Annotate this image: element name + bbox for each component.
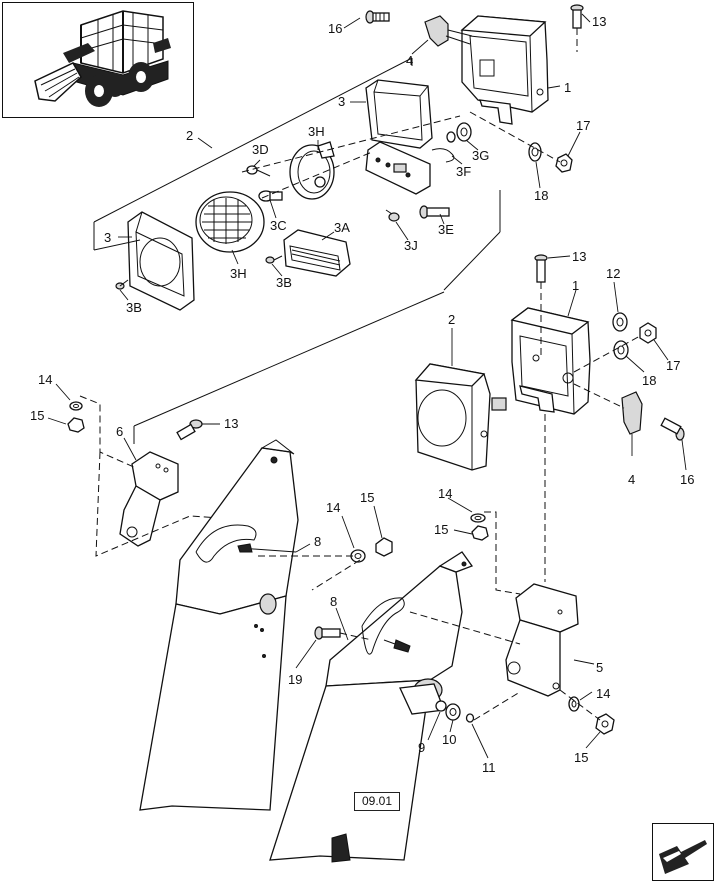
bracket-5 (505, 583, 579, 697)
nut-17-top (555, 153, 573, 173)
callout-18-mid: 18 (642, 373, 656, 388)
screw-16-mid (660, 417, 685, 441)
sealed-beam-3H (195, 191, 265, 253)
bracket-6 (119, 451, 179, 547)
callout-3E: 3E (438, 222, 454, 237)
washer-14-left (69, 401, 83, 411)
callout-3G: 3G (472, 148, 489, 163)
callout-1-mid: 1 (572, 278, 579, 293)
callout-3H: 3H (308, 124, 325, 139)
callout-14-left: 14 (38, 372, 52, 387)
callout-11: 11 (482, 760, 496, 775)
switch-top (424, 15, 473, 47)
callout-3-front: 3 (104, 230, 111, 245)
callout-1: 1 (564, 80, 571, 95)
screw-3J (385, 209, 400, 222)
spacer-9 (435, 700, 447, 712)
callout-18: 18 (534, 188, 548, 203)
screw-3B-left (115, 279, 129, 290)
next-page-button[interactable] (652, 823, 714, 881)
bolt-13-mid (534, 254, 548, 356)
callout-3B-right: 3B (276, 275, 292, 290)
callout-17-mid: 17 (666, 358, 680, 373)
callout-15-mid: 15 (360, 490, 374, 505)
front-bezel-3 (127, 211, 195, 311)
lamp-bezel-3-top (365, 79, 433, 149)
wire-3F (431, 148, 455, 163)
bolt-13-low (176, 419, 203, 441)
screw-16-top (365, 10, 390, 24)
callout-12: 12 (606, 266, 620, 281)
washer-14-mid (350, 549, 366, 563)
callout-4: 4 (406, 53, 413, 68)
next-page-arrow-icon (659, 840, 707, 874)
callout-3F: 3F (456, 164, 471, 179)
loader-arm-right (269, 551, 474, 863)
bolt-19 (314, 626, 373, 641)
bulb-3C (258, 190, 283, 202)
bulb-3D (246, 165, 271, 177)
callout-2-mid: 2 (448, 312, 455, 327)
callout-19: 19 (288, 672, 302, 687)
callout-6: 6 (116, 424, 123, 439)
callout-13-low: 13 (224, 416, 238, 431)
washer-14-low (568, 696, 580, 712)
callout-16-mid: 16 (680, 472, 694, 487)
callout-13-mid: 13 (572, 249, 586, 264)
loader-arm-left (139, 439, 299, 811)
callout-8-left: 8 (314, 534, 321, 549)
switch-mid (573, 383, 643, 435)
nut-15-low (595, 713, 615, 735)
skid-steer-loader-icon (34, 10, 171, 107)
nut-17-mid (639, 322, 657, 344)
bolt-3E (419, 205, 450, 219)
machine-thumbnail (2, 2, 194, 118)
callout-3B-left: 3B (126, 300, 142, 315)
washer-10 (445, 703, 461, 721)
callout-16: 16 (328, 21, 342, 36)
callout-15-low: 15 (574, 750, 588, 765)
callout-4-mid: 4 (628, 472, 635, 487)
lamp-housing-bottom (510, 307, 591, 415)
figure-reference-code: 09.01 (354, 792, 400, 811)
callout-14-low: 14 (596, 686, 610, 701)
callout-17: 17 (576, 118, 590, 133)
work-lamp-2 (414, 363, 507, 471)
callout-8-right: 8 (330, 594, 337, 609)
callout-14-right: 14 (438, 486, 452, 501)
callout-5: 5 (596, 660, 603, 675)
callout-9: 9 (418, 740, 425, 755)
washer-12 (612, 312, 628, 332)
lamp-housing-top (460, 15, 549, 125)
reflector-3H-top (289, 141, 335, 200)
lens-3A (283, 229, 351, 277)
callout-15-left: 15 (30, 408, 44, 423)
callout-3J: 3J (404, 238, 418, 253)
callout-13: 13 (592, 14, 606, 29)
callout-3A: 3A (334, 220, 350, 235)
grommet-3G (456, 122, 472, 142)
screw-3B-right (265, 255, 283, 264)
clip-11 (465, 713, 475, 723)
nut-15-right (471, 525, 489, 541)
callout-14-mid: 14 (326, 500, 340, 515)
lamp-base (365, 141, 431, 195)
callout-3D: 3D (252, 142, 269, 157)
callout-15-right: 15 (434, 522, 448, 537)
bolt-13-top (570, 4, 584, 52)
nut-15-left (67, 417, 85, 433)
callout-2: 2 (186, 128, 193, 143)
nut-15-mid (375, 537, 393, 557)
washer-14-right (470, 513, 486, 523)
callout-3H-lens: 3H (230, 266, 247, 281)
callout-10: 10 (442, 732, 456, 747)
callout-3: 3 (338, 94, 345, 109)
callout-3C: 3C (270, 218, 287, 233)
